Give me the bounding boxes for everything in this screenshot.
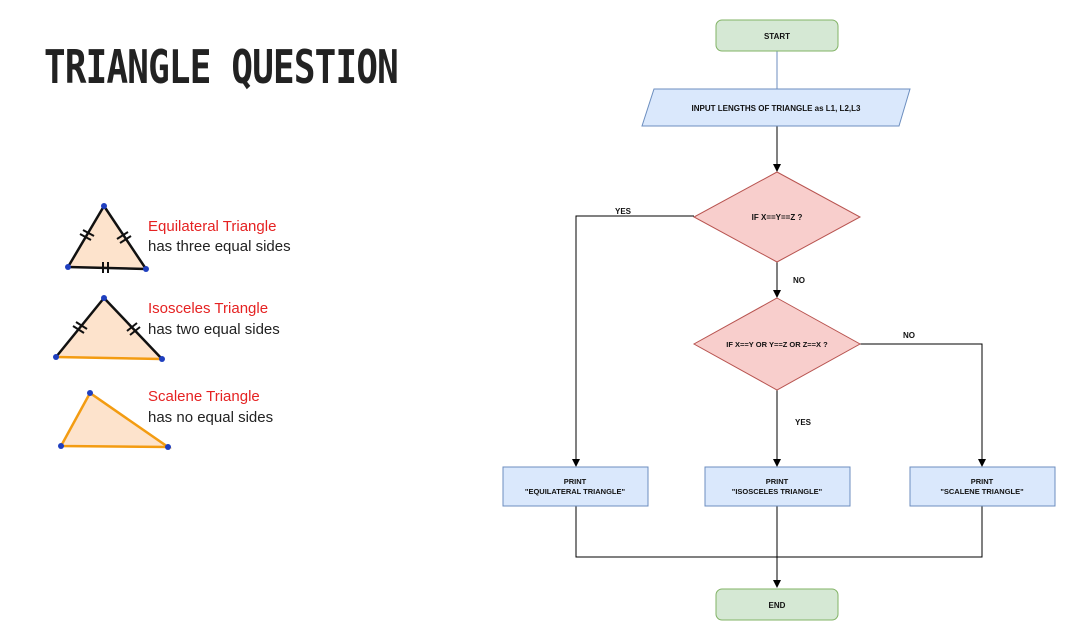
print-isosceles-node: PRINT "ISOSCELES TRIANGLE" — [704, 466, 851, 507]
triangle-illustrations — [53, 203, 173, 450]
isosceles-description: has two equal sides — [148, 321, 280, 338]
decision1-label: IF X==Y==Z ? — [752, 213, 803, 222]
isosceles-label: Isosceles Triangle — [148, 300, 269, 317]
print-scalene-line1: PRINT — [971, 477, 994, 486]
yes-label-2: YES — [795, 418, 812, 427]
decision2-label: IF X==Y OR Y==Z OR Z==X ? — [726, 340, 828, 349]
print-scalene-node: PRINT "SCALENE TRIANGLE" — [909, 466, 1056, 507]
print-equilateral-line2: "EQUILATERAL TRIANGLE" — [525, 487, 626, 496]
print-equilateral-line1: PRINT — [564, 477, 587, 486]
scalene-label: Scalene Triangle — [148, 388, 260, 405]
isosceles-triangle-figure — [53, 295, 165, 362]
connector-decision1-yes — [572, 215, 694, 467]
print-isosceles-line1: PRINT — [766, 477, 789, 486]
decision2-node: IF X==Y OR Y==Z OR Z==X ? — [692, 297, 862, 391]
scalene-description: has no equal sides — [148, 409, 274, 426]
start-label: START — [764, 32, 790, 41]
yes-label-1: YES — [615, 207, 632, 216]
scalene-triangle-figure — [58, 390, 173, 450]
print-isosceles-line2: "ISOSCELES TRIANGLE" — [732, 487, 823, 496]
equilateral-triangle-figure — [65, 203, 149, 273]
equilateral-label: Equilateral Triangle — [148, 218, 277, 235]
no-label-2: NO — [903, 331, 915, 340]
input-label: INPUT LENGTHS OF TRIANGLE as L1, L2,L3 — [692, 104, 861, 113]
input-node: INPUT LENGTHS OF TRIANGLE as L1, L2,L3 — [641, 88, 911, 127]
page-title: TRIANGLE QUESTION — [44, 40, 399, 94]
no-label-1: NO — [793, 276, 805, 285]
connector-merge — [575, 506, 983, 558]
start-node: START — [715, 19, 839, 52]
print-equilateral-node: PRINT "EQUILATERAL TRIANGLE" — [502, 466, 649, 507]
end-label: END — [769, 601, 786, 610]
print-scalene-line2: "SCALENE TRIANGLE" — [940, 487, 1024, 496]
equilateral-description: has three equal sides — [148, 238, 291, 255]
connector-decision2-no — [860, 343, 986, 467]
decision1-node: IF X==Y==Z ? — [692, 171, 862, 263]
end-node: END — [715, 588, 839, 621]
